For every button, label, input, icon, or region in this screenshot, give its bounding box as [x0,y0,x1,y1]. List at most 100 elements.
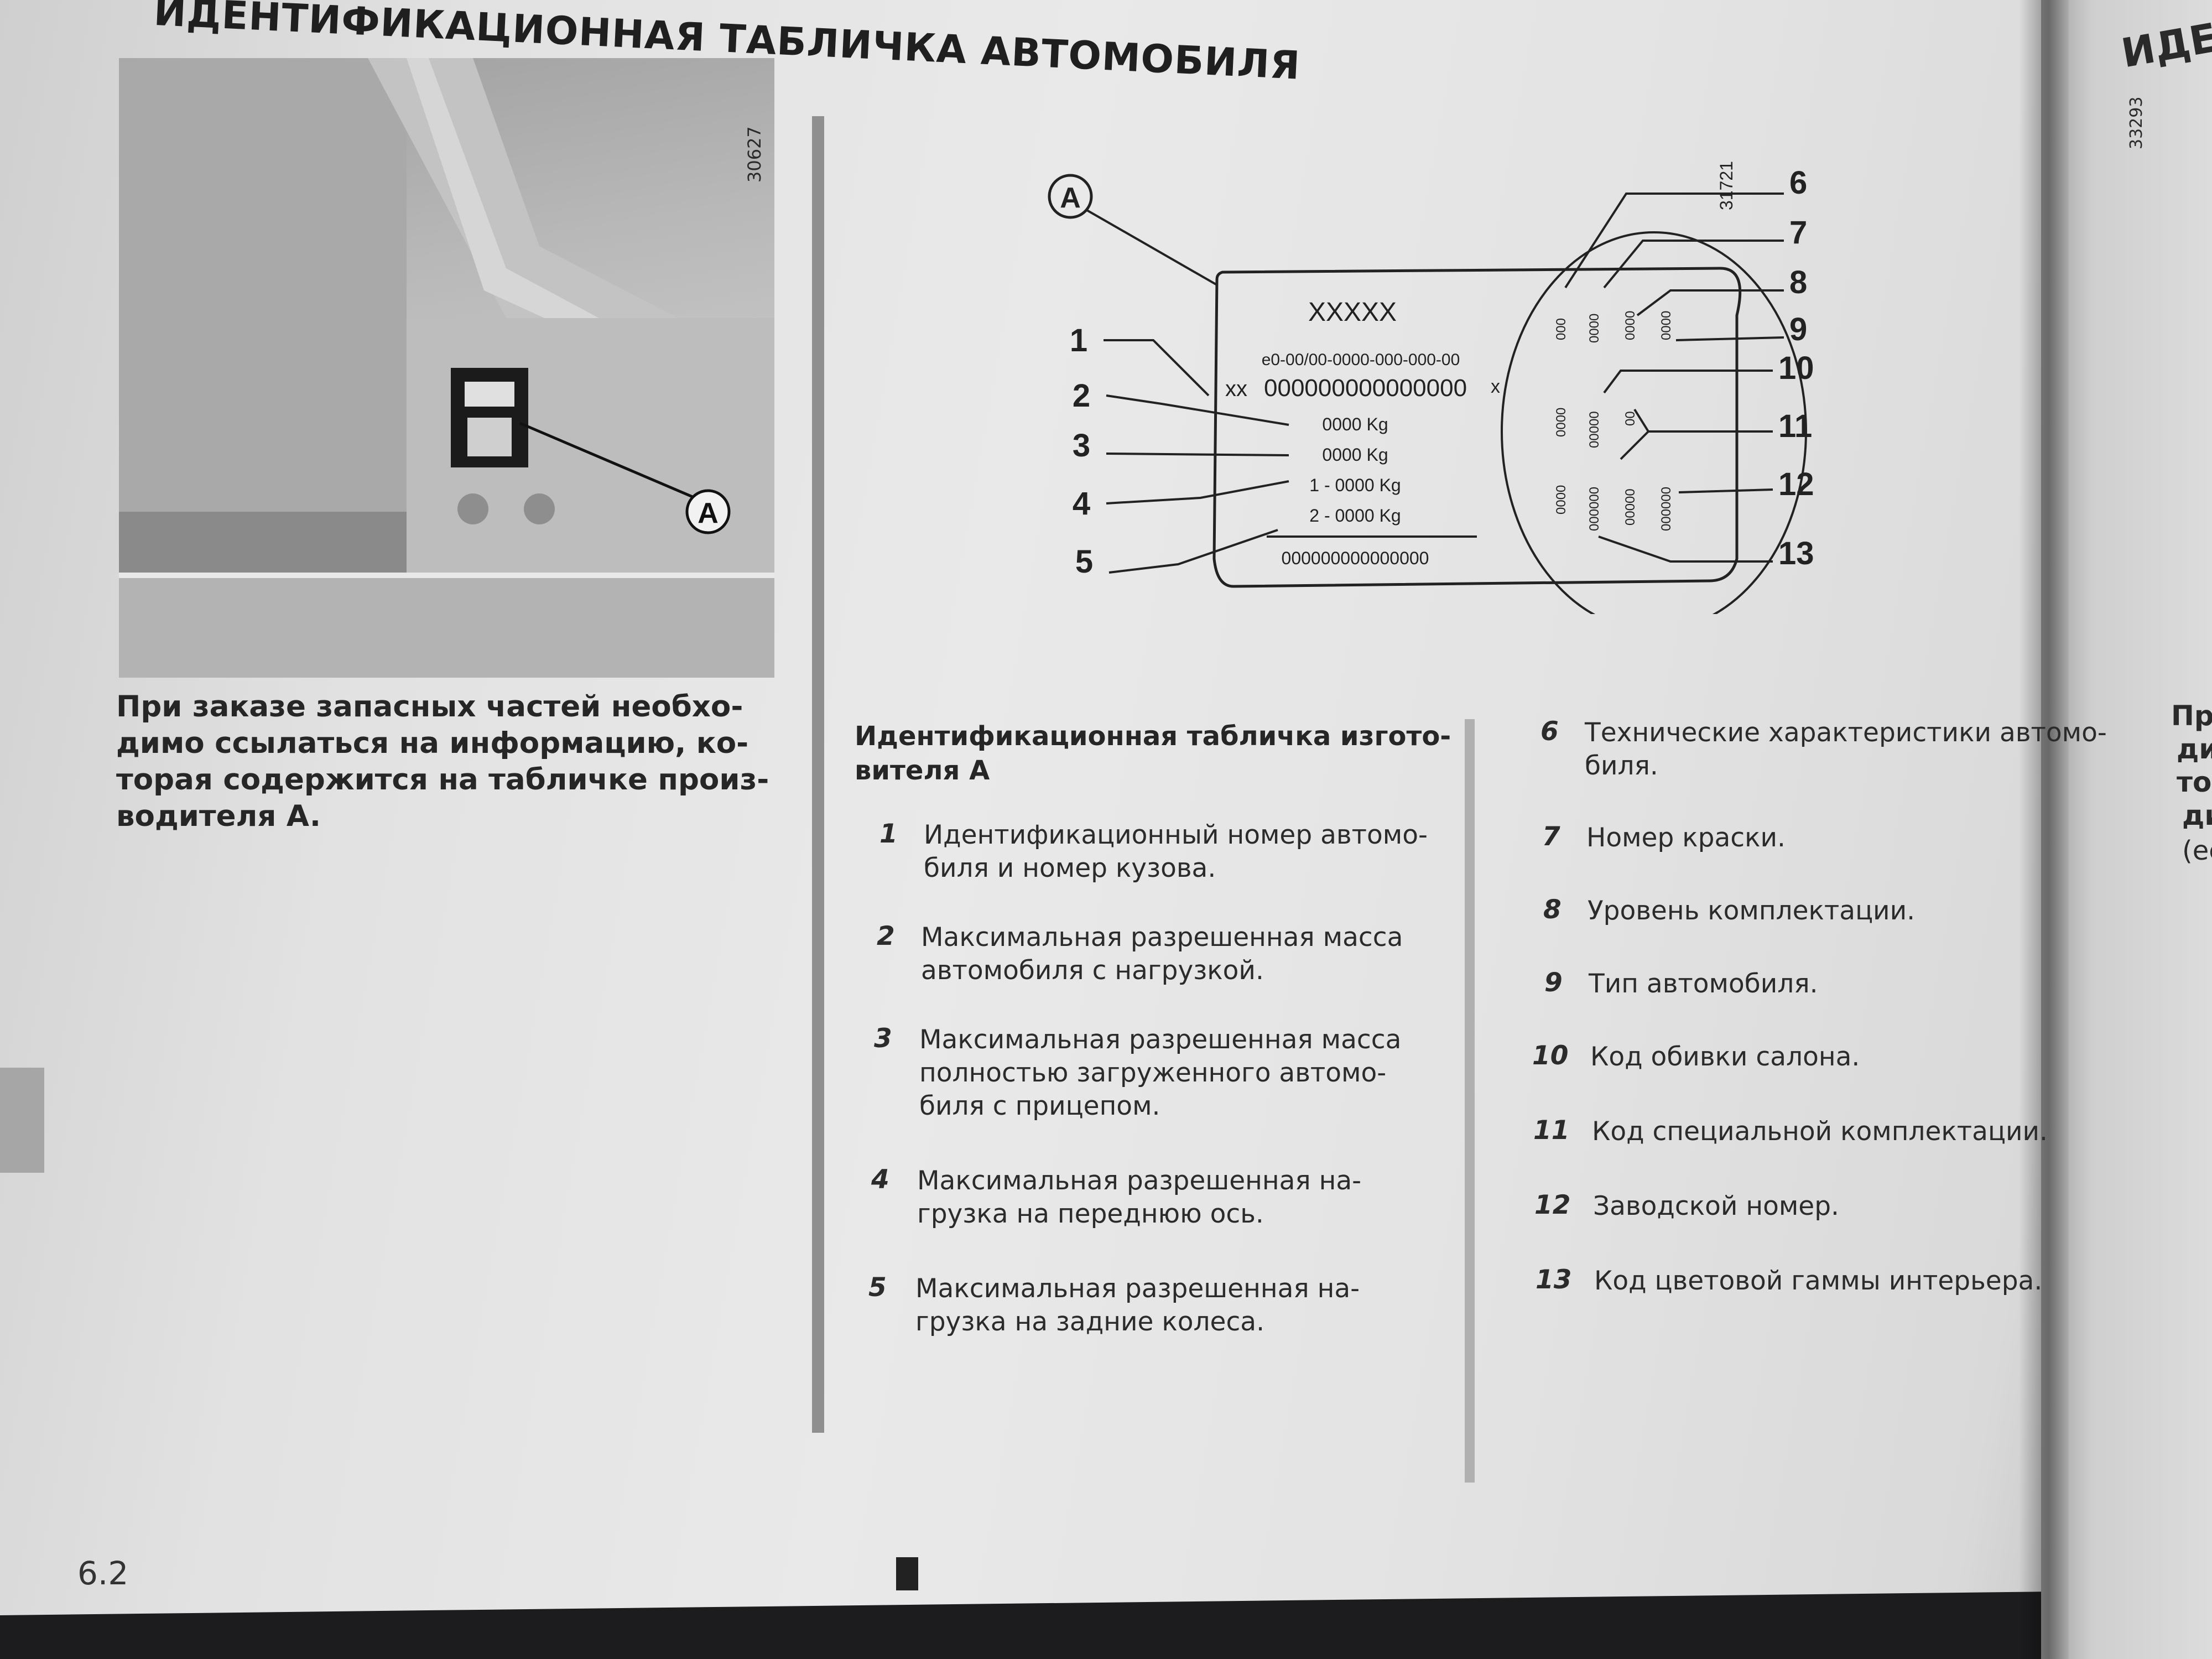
diagram-label-3: 3 [1073,428,1090,464]
plate-axle2: 2 - 0000 Kg [1309,506,1401,526]
plate-mass2: 0000 Kg [1322,445,1388,465]
item-line: Номер краски. [1586,823,1786,853]
item-line: Максимальная разрешенная на- [917,1166,1362,1196]
list-item: 3 Максимальная разрешенная масса полност… [866,1023,1452,1164]
item-line: грузка на задние колеса. [915,1307,1265,1337]
item-line: Максимальная разрешенная масса [921,922,1403,953]
photo-ref-code: 30627 [744,126,765,183]
door-pillar-photo: A [119,58,774,678]
leader-line-6 [1564,193,1784,289]
bolt [524,493,555,524]
item-line: Код цветовой гаммы интерьера. [1594,1266,2043,1296]
item-number: 10 [1532,1041,1569,1071]
list-item: 2 Максимальная разрешенная масса автомоб… [866,921,1452,1023]
callout-circle [685,489,731,534]
oval-code: 000 [1554,318,1569,340]
item-line: Уровень комплектации. [1588,896,1916,926]
oval-code: 0000 [1659,311,1674,340]
item-number: 12 [1534,1190,1571,1220]
diagram-label-9: 9 [1789,311,1807,347]
list-item: 12 Заводской номер. [1527,1190,2113,1265]
item-number: 8 [1543,894,1562,925]
section-title-line: Идентификационная табличка изгото- [855,721,1451,752]
item-number: 5 [868,1272,887,1303]
item-number: 1 [879,819,898,849]
oval-code: 00000 [1623,488,1638,526]
list-item: 6 Технические характеристики автомо- бил… [1527,716,2113,821]
bottom-bookmark [896,1557,918,1590]
plate-mass1: 0000 Kg [1322,414,1388,434]
floor-edge [119,573,774,578]
list-item: 10 Код обивки салона. [1527,1041,2113,1115]
legend-list-left: 1 Идентификационный номер автомо- биля и… [866,819,1452,1375]
section-title: Идентификационная табличка изгото- вител… [855,719,1451,788]
list-item: 11 Код специальной комплектации. [1527,1115,2113,1190]
bolt [457,493,488,524]
leader-line-4 [1106,480,1289,505]
diagram-ref-code: 31721 [1716,161,1736,210]
item-line: Максимальная разрешенная на- [915,1273,1360,1304]
diagram-label-7: 7 [1789,215,1807,251]
diagram-callout-letter: A [1060,182,1081,214]
item-line: Тип автомобиля. [1589,969,1818,999]
oval-code: 0000 [1554,408,1569,437]
item-number: 9 [1544,968,1563,998]
intro-text: При заказе запасных частей необхо- димо … [116,689,769,835]
item-line: полностью загруженного автомо- [919,1058,1387,1088]
item-number: 13 [1536,1265,1572,1295]
id-sticker-label [465,382,514,407]
diagram-label-8: 8 [1789,264,1807,300]
diagram-label-6: 6 [1789,165,1807,201]
column-divider [812,116,824,1433]
item-number: 6 [1540,716,1559,747]
leader-line-9 [1675,336,1784,341]
photo-illustration: A [119,58,774,678]
item-number: 3 [874,1023,892,1054]
oval-code: 000000 [1587,487,1602,531]
next-page [2041,0,2212,1659]
diagram-label-12: 12 [1778,466,1814,502]
next-page-fragment: ди [2182,799,2212,831]
leader-line-2 [1106,394,1289,426]
oval-code: 0000 [1623,311,1638,340]
item-line: грузка на переднюю ось. [917,1199,1264,1229]
id-sticker-barcode [467,418,512,456]
leader-line-11 [1633,408,1773,433]
plate-model: XXXXX [1308,298,1397,327]
plate-vin: 000000000000000 [1264,375,1467,402]
diagram-label-1: 1 [1070,323,1087,358]
legend-list-right: 6 Технические характеристики автомо- бил… [1527,716,2113,1339]
callout-letter: A [698,497,719,529]
item-line: Код обивки салона. [1590,1042,1860,1072]
next-page-fragment: ди [2177,733,2212,765]
column-divider [1465,719,1475,1483]
leader-line-3 [1106,453,1289,456]
list-item: 7 Номер краски. [1527,821,2113,894]
list-item: 1 Идентификационный номер автомо- биля и… [866,819,1452,921]
leader-line-12 [1678,488,1773,493]
item-line: Максимальная разрешенная масса [919,1024,1402,1055]
list-item: 9 Тип автомобиля. [1527,968,2113,1041]
intro-line: димо ссылаться на информацию, ко- [116,726,749,760]
plate-approval: e0-00/00-0000-000-000-00 [1262,351,1460,369]
plate-oval [1501,231,1807,614]
pillar-edge [407,58,774,423]
leader-line-5 [1108,529,1278,574]
leader-line-13 [1598,535,1773,563]
oval-code: 000000 [1659,487,1674,531]
diagram-label-10: 10 [1778,350,1814,386]
item-line: биля с прицепом. [919,1091,1160,1121]
list-item: 5 Максимальная разрешенная на- грузка на… [866,1272,1452,1375]
floor [119,573,774,678]
chapter-tab-marker [0,1068,44,1173]
diagram-callout-circle [1048,174,1093,219]
item-number: 11 [1533,1115,1570,1146]
leader-line-8 [1636,289,1784,316]
plate-vin-prefix: xx [1225,377,1247,401]
diagram-label-13: 13 [1778,535,1814,571]
item-line: биля. [1585,751,1658,781]
diagram-label-2: 2 [1073,378,1090,414]
diagram-label-5: 5 [1075,544,1093,580]
diagram-label-4: 4 [1073,486,1090,522]
item-number: 2 [877,921,895,951]
